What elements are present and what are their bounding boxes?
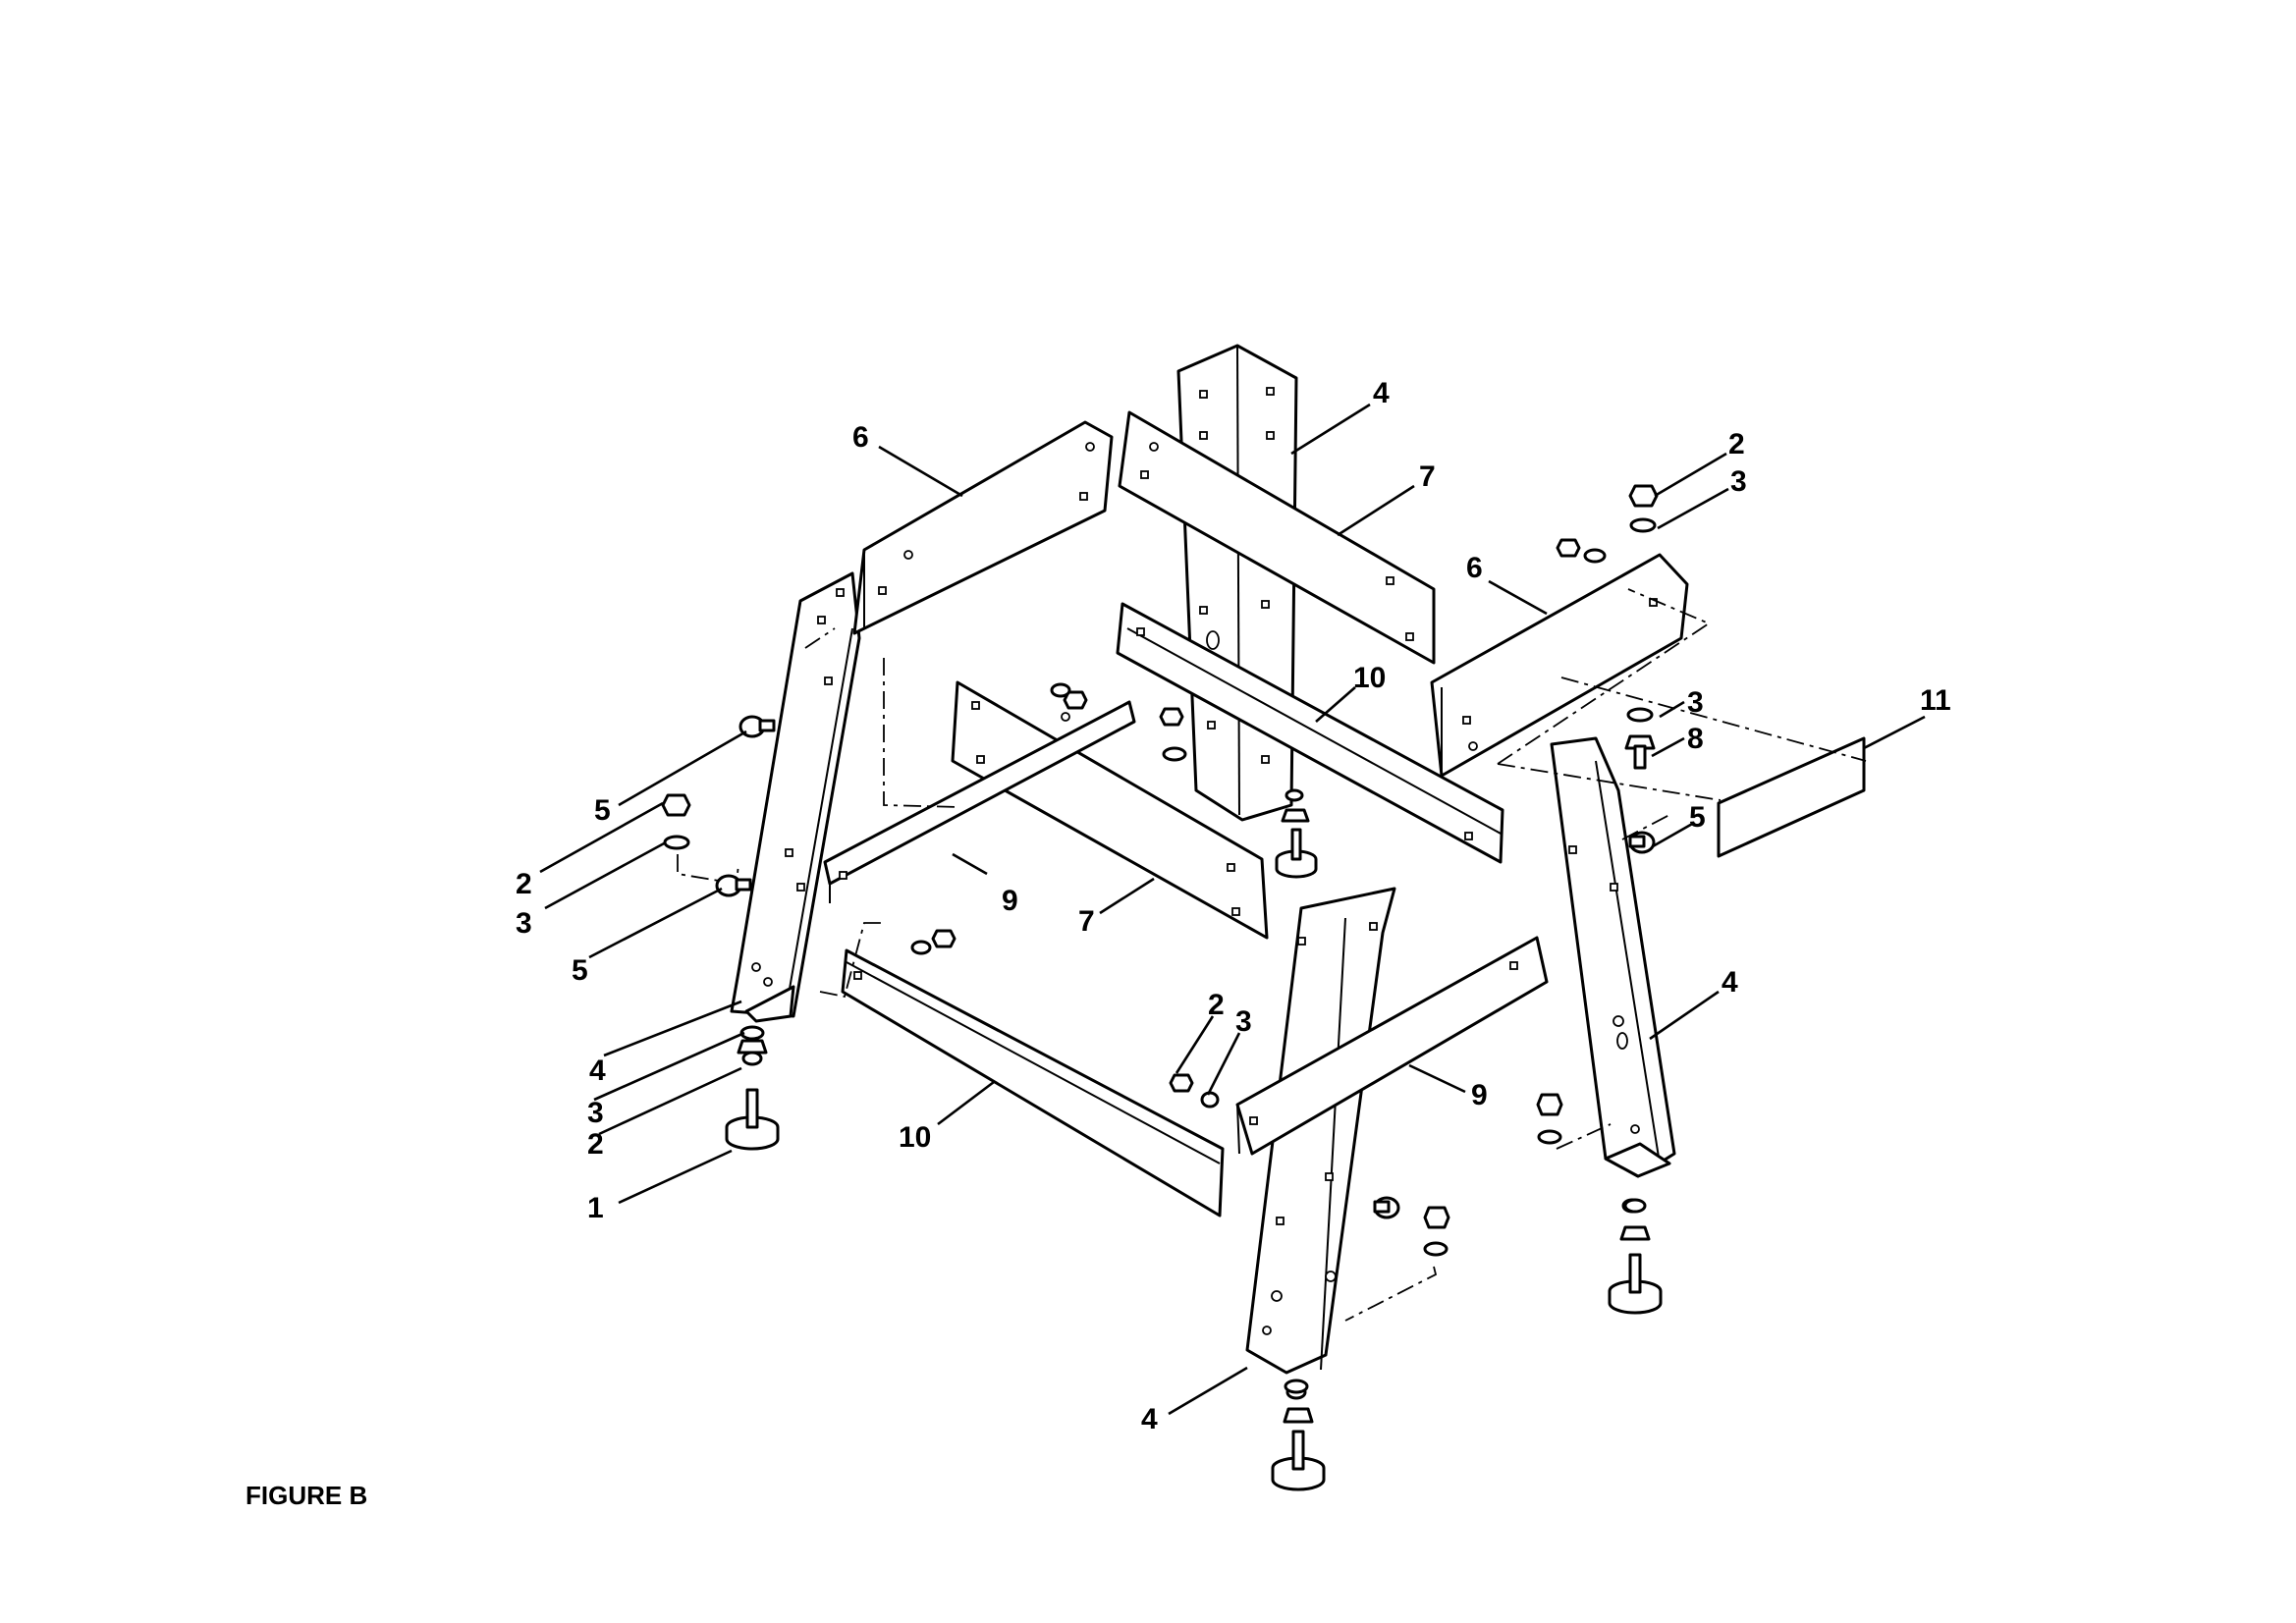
top-long-brace-part-10	[1116, 602, 1504, 864]
carriage-bolts	[715, 715, 1656, 1219]
rear-leg-part-4	[1176, 344, 1298, 822]
callout-3-center: 3	[1235, 1005, 1252, 1038]
middle-front-brace-part-7	[951, 680, 1269, 940]
callout-5-left-lower: 5	[572, 954, 588, 987]
callout-10-bottom: 10	[899, 1121, 931, 1154]
callout-8: 8	[1687, 723, 1704, 755]
leveling-foot-left	[725, 1039, 780, 1151]
callout-2-top-right: 2	[1728, 428, 1745, 460]
label-plate-part-11	[1717, 736, 1866, 858]
callout-11: 11	[1920, 684, 1951, 717]
right-leg-part-4	[1550, 736, 1676, 1178]
callout-9-right: 9	[1471, 1079, 1488, 1111]
leveling-foot-center-front	[1271, 1384, 1326, 1491]
callout-3-left: 3	[516, 907, 532, 940]
callout-7-top: 7	[1419, 460, 1436, 493]
hex-bolt-part-8	[1624, 734, 1656, 770]
nuts-and-washers	[661, 484, 1659, 1394]
callout-9-left: 9	[1002, 885, 1018, 917]
callout-labels: 4 7 6 6 2 3 3 8 5 11 10 5 2 3 5 9 7 4 3 …	[516, 377, 1951, 1435]
callout-7-middle: 7	[1078, 905, 1095, 938]
figure-caption: FIGURE B	[246, 1481, 368, 1510]
callout-2-center: 2	[1208, 989, 1225, 1021]
top-side-bracket-part-6	[852, 420, 1114, 635]
callout-3-left-foot: 3	[587, 1097, 604, 1129]
callout-6-right: 6	[1466, 552, 1483, 584]
callout-4-right: 4	[1722, 966, 1738, 999]
leveling-foot-rear	[1275, 788, 1318, 879]
left-lower-brace-part-9	[823, 700, 1136, 903]
right-side-bracket-part-6	[1430, 553, 1689, 778]
left-leg-part-4	[730, 571, 861, 1023]
callout-4-front: 4	[1141, 1403, 1158, 1435]
callout-3-top-right: 3	[1730, 465, 1747, 498]
callout-2-left: 2	[516, 868, 532, 900]
callout-2-left-foot: 2	[587, 1128, 604, 1161]
bottom-long-brace-part-10	[841, 948, 1225, 1217]
callout-4-rear: 4	[1373, 377, 1390, 409]
right-lower-brace-part-9	[1235, 936, 1549, 1156]
leader-lines	[539, 403, 1926, 1416]
callout-10-top: 10	[1353, 662, 1386, 694]
callout-1: 1	[587, 1192, 604, 1224]
front-leg-part-4	[1245, 887, 1396, 1375]
leveling-foot-right	[1608, 1198, 1663, 1315]
callout-3-right-mid: 3	[1687, 686, 1704, 719]
callout-6-left: 6	[852, 421, 869, 454]
top-front-brace-part-7	[1118, 410, 1436, 665]
callout-4-left: 4	[589, 1055, 606, 1087]
callout-5-right: 5	[1689, 801, 1706, 834]
assembly-guide-lines	[677, 588, 1867, 1322]
callout-5-left-upper: 5	[594, 794, 611, 827]
